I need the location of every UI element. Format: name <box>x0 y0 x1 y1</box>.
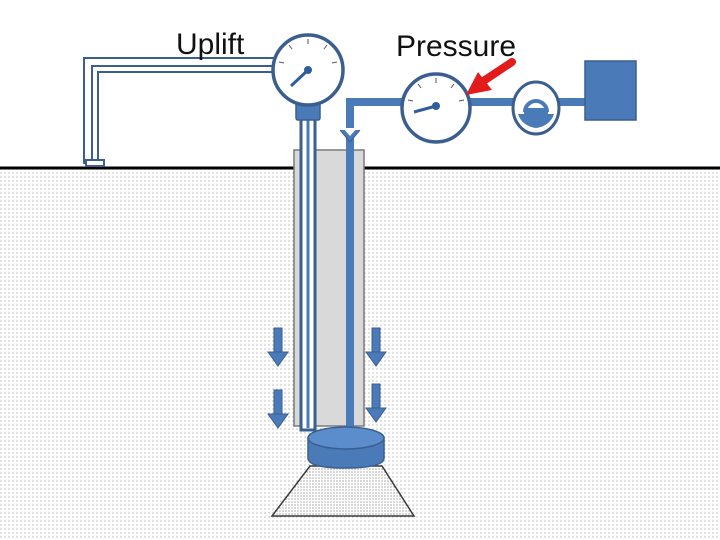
pump-icon <box>511 80 561 136</box>
uplift-reference-pipe <box>83 57 300 167</box>
pressure-label: Pressure <box>396 30 517 63</box>
down-arrow-icon <box>267 389 289 429</box>
uplift-label: Uplift <box>176 28 245 61</box>
down-arrow-icon <box>365 383 387 423</box>
pressure-line-pipe <box>339 98 585 430</box>
down-arrow-icon <box>267 327 289 367</box>
uplift-rod <box>299 116 317 432</box>
reservoir-box-icon <box>584 60 637 121</box>
flow-arrows <box>267 327 387 429</box>
uplift-gauge <box>271 33 345 121</box>
down-arrow-icon <box>365 327 387 367</box>
pointer-arrow <box>466 58 516 95</box>
expansion-cell <box>307 426 385 469</box>
pressure-gauge <box>400 72 472 144</box>
